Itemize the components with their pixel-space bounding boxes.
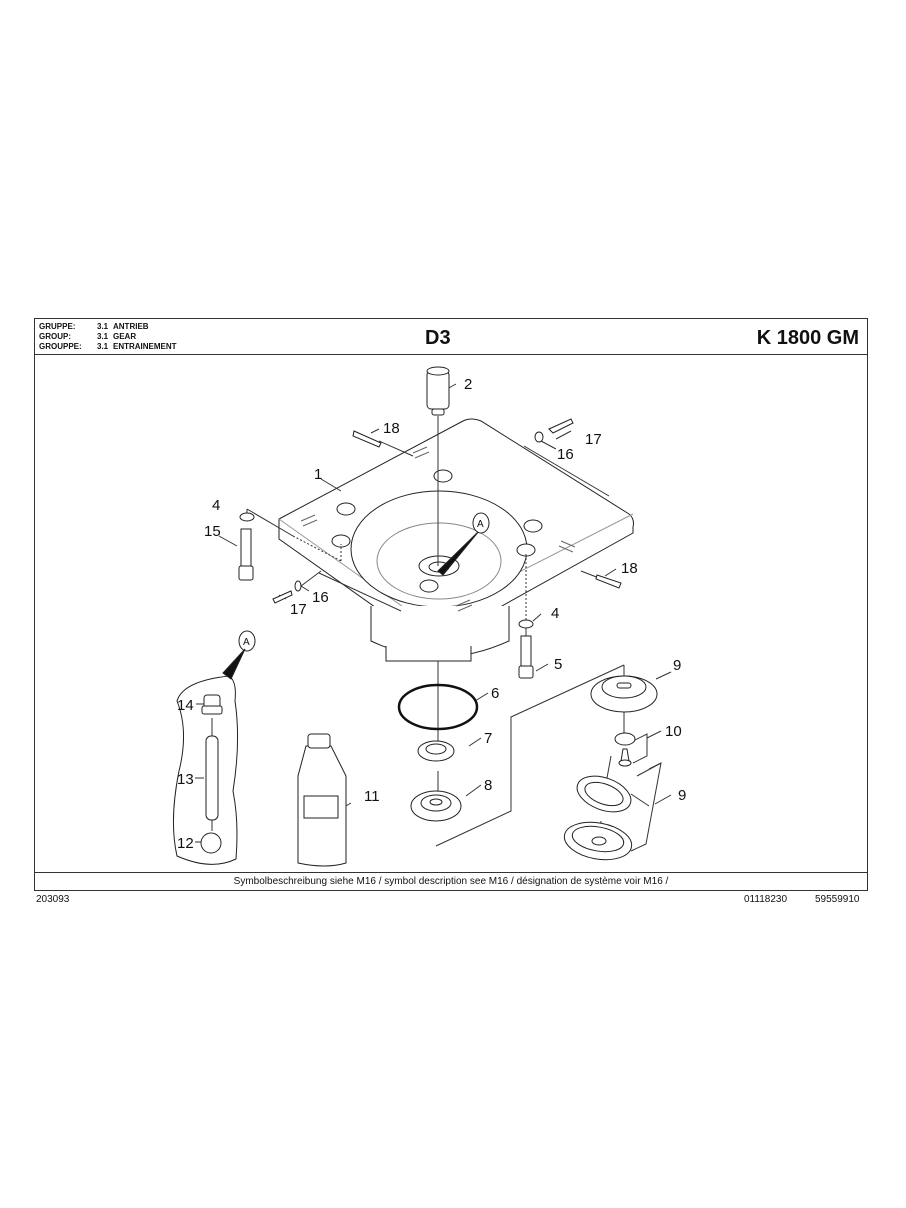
group-name: GEAR	[113, 332, 137, 341]
callout-14: 14	[177, 697, 194, 714]
callout-17-right: 17	[585, 431, 602, 448]
callout-16-left: 16	[312, 589, 329, 606]
callout-4-right: 4	[551, 605, 559, 622]
model-name: K 1800 GM	[756, 327, 859, 349]
symbol-description-note: Symbolbeschreibung siehe M16 / symbol de…	[35, 872, 867, 890]
callout-6: 6	[491, 685, 499, 702]
sheet-header: GRUPPE: 3.1 ANTRIEB GROUP: 3.1 GEAR GROU…	[35, 319, 867, 355]
callout-10: 10	[665, 723, 682, 740]
callout-18-top: 18	[383, 420, 400, 437]
group-number: 3.1	[97, 332, 109, 341]
callout-1: 1	[314, 466, 322, 483]
group-number: 3.1	[97, 322, 109, 331]
exploded-parts-diagram: 1 2 4 4 5 6 7 8 9 9 10 11 12 13 14 15 16…	[35, 354, 867, 874]
callout-12: 12	[177, 835, 194, 852]
callout-4-left: 4	[212, 497, 220, 514]
base-plate-part-1	[278, 418, 634, 662]
group-name: ENTRAINEMENT	[113, 342, 177, 351]
callout-15: 15	[204, 523, 221, 540]
callout-8: 8	[484, 777, 492, 794]
group-labels: GRUPPE: 3.1 ANTRIEB GROUP: 3.1 GEAR GROU…	[39, 322, 177, 352]
group-number: 3.1	[97, 342, 109, 351]
group-row-fr: GROUPPE: 3.1 ENTRAINEMENT	[39, 342, 177, 352]
callout-18-right: 18	[621, 560, 638, 577]
callout-7: 7	[484, 730, 492, 747]
doc-number-right: 59559910	[815, 894, 860, 905]
callout-5: 5	[554, 656, 562, 673]
group-row-de: GRUPPE: 3.1 ANTRIEB	[39, 322, 177, 332]
detail-a-label-left: A	[243, 637, 250, 648]
page-title: D3	[425, 327, 451, 349]
callout-9-bottom: 9	[678, 787, 686, 804]
detail-a-label-center: A	[477, 519, 484, 530]
group-label: GRUPPE:	[39, 322, 76, 331]
group-name: ANTRIEB	[113, 322, 149, 331]
callout-17-left: 17	[290, 601, 307, 618]
callout-16-right: 16	[557, 446, 574, 463]
group-label: GROUP:	[39, 332, 71, 341]
group-label: GROUPPE:	[39, 342, 82, 351]
callout-2: 2	[464, 376, 472, 393]
parts-sheet: GRUPPE: 3.1 ANTRIEB GROUP: 3.1 GEAR GROU…	[34, 318, 868, 891]
detail-a-outline	[172, 512, 490, 865]
callout-13: 13	[177, 771, 194, 788]
doc-number-mid: 01118230	[744, 894, 788, 905]
doc-number-left: 203093	[36, 894, 70, 905]
callout-11: 11	[364, 788, 380, 805]
callout-9-top: 9	[673, 657, 681, 674]
group-row-en: GROUP: 3.1 GEAR	[39, 332, 177, 342]
